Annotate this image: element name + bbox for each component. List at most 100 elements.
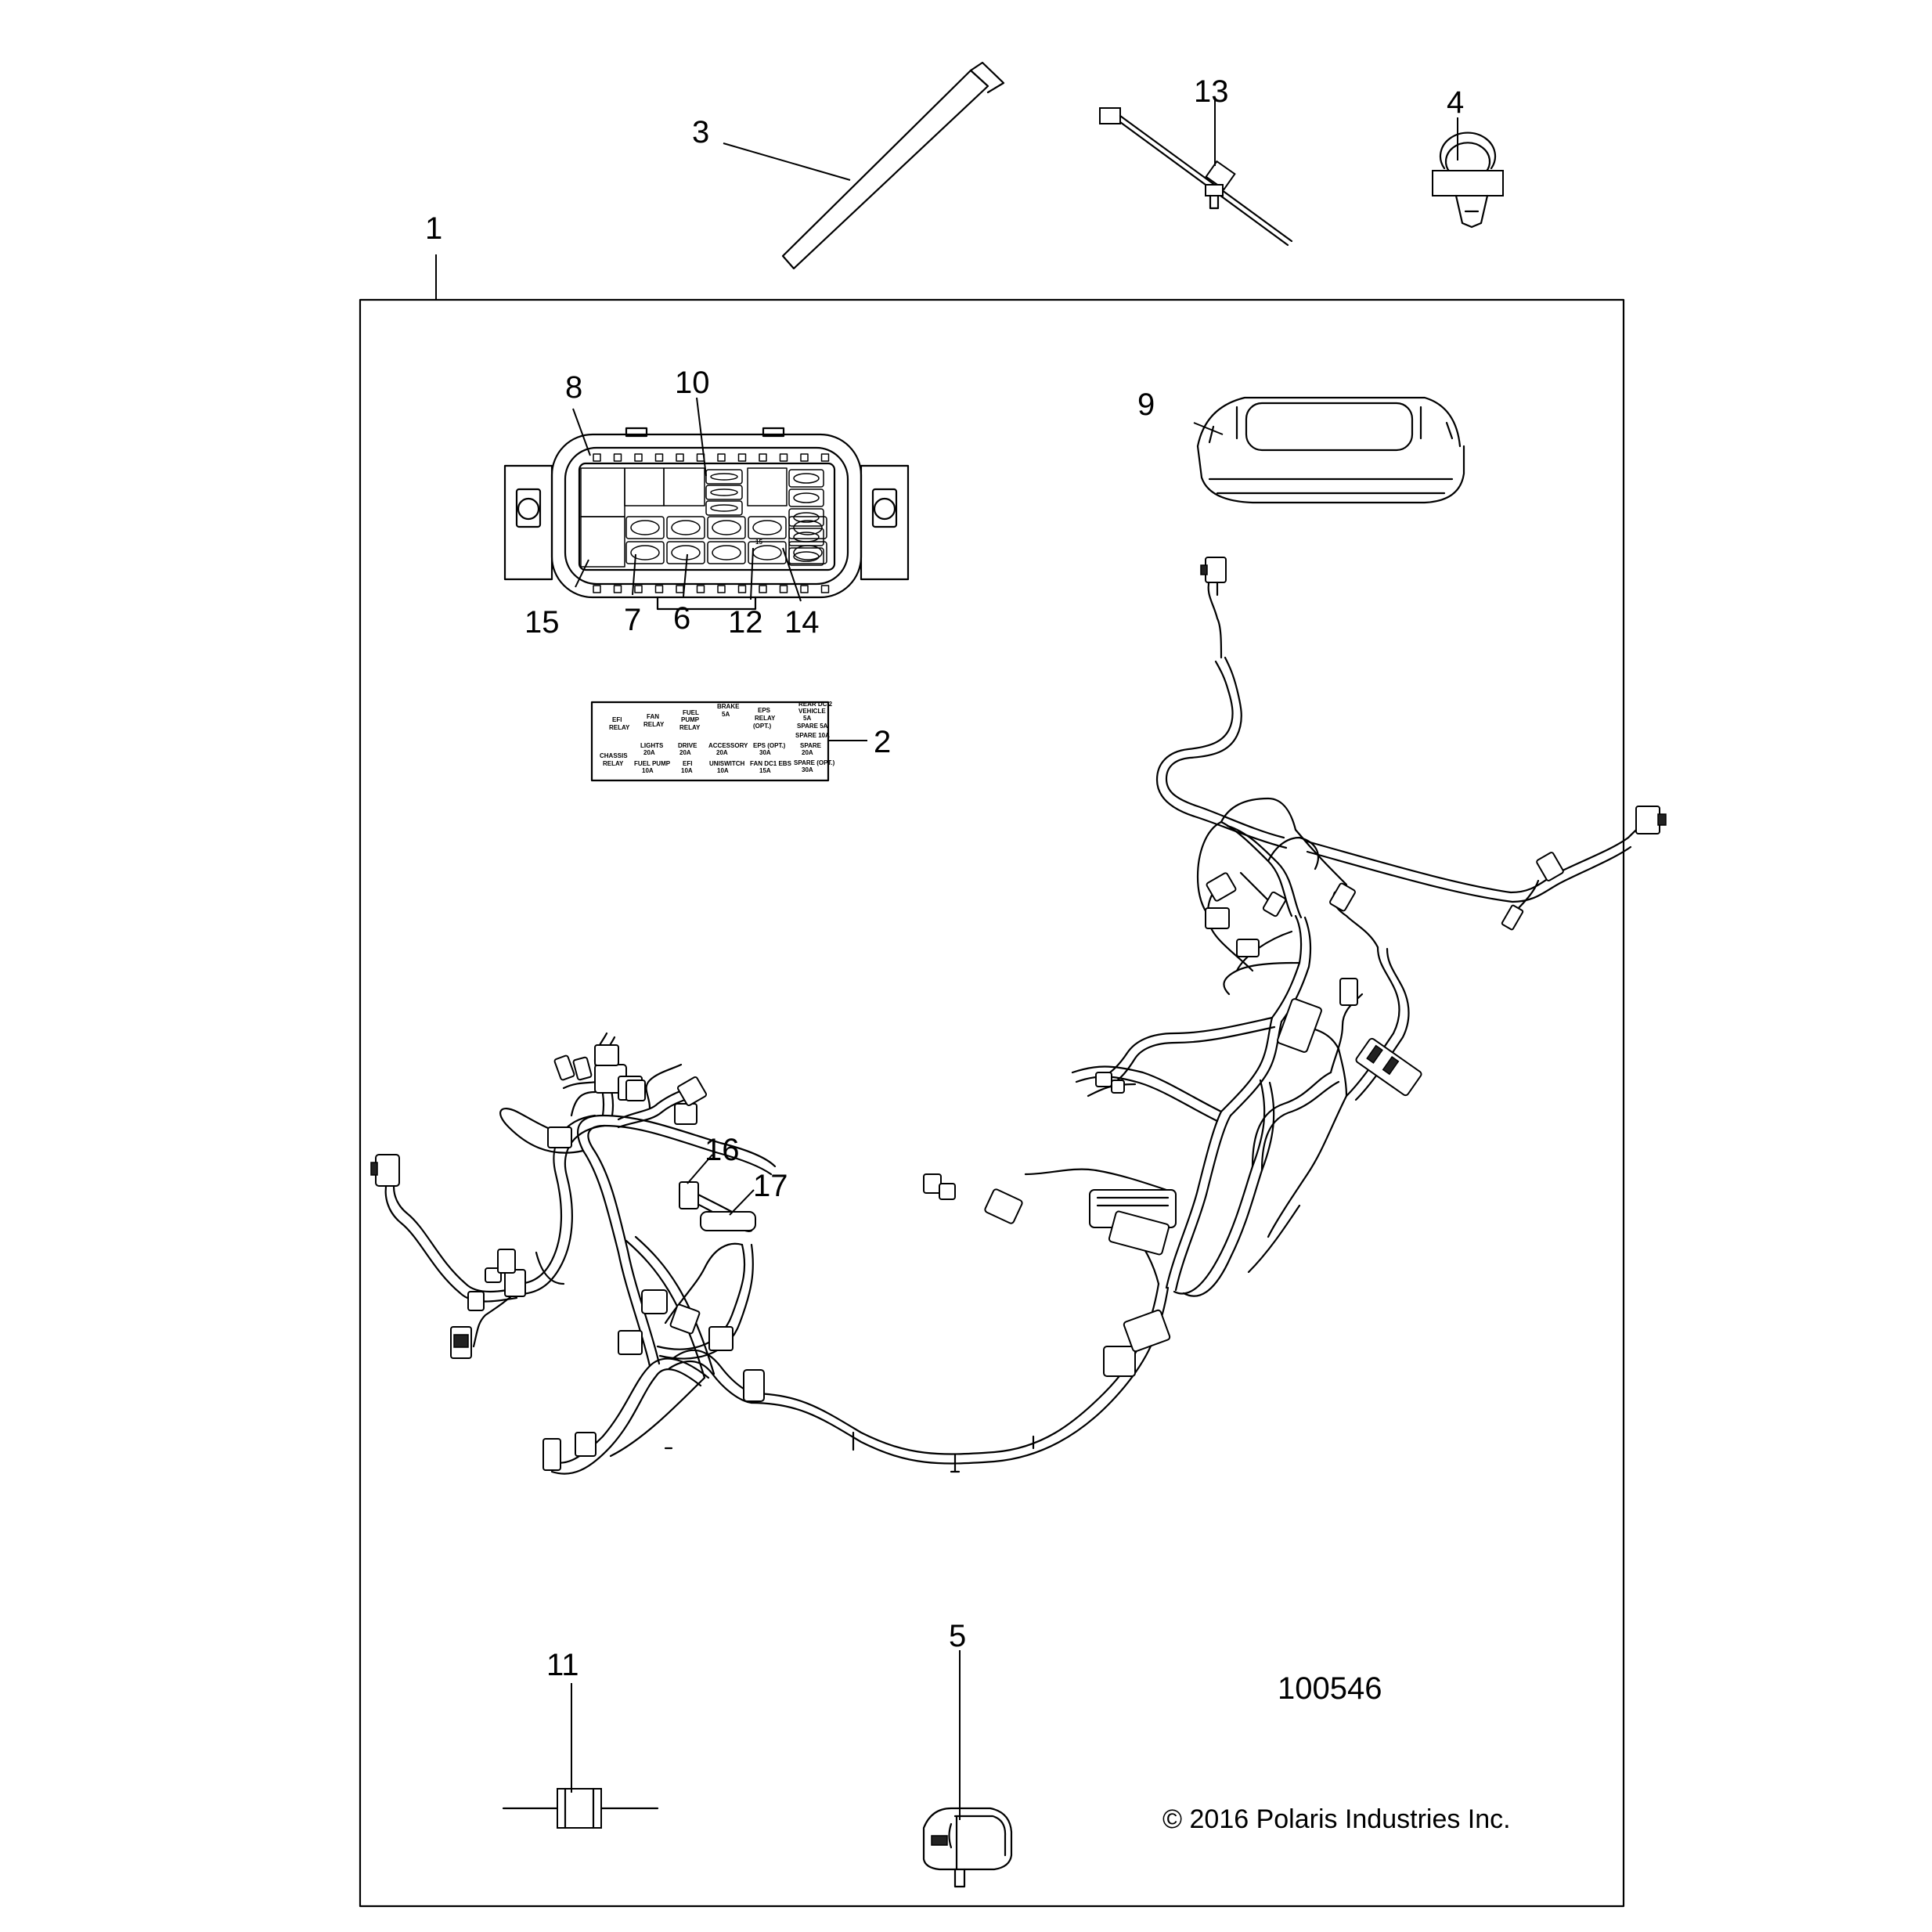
fuse-box-pin <box>800 585 809 593</box>
fuse-label-text: SPARE 10A <box>795 732 830 739</box>
part-cable-tie <box>781 61 1005 270</box>
fuse-box: 15 <box>503 427 910 611</box>
fuse-slot <box>788 516 827 539</box>
leader-lines <box>435 97 1458 1820</box>
fuse-slot-outline <box>793 551 820 562</box>
fuse-label-text: FUEL <box>683 709 699 716</box>
fuse-slot-outline <box>793 473 820 484</box>
fuse-box-pin <box>634 453 643 462</box>
fuse-label-text: 20A <box>716 749 728 756</box>
fuse-box-mark: 15 <box>755 539 762 546</box>
fuse-box-pin <box>737 453 747 462</box>
fuse-label-text: 15A <box>759 767 771 774</box>
figure-number: 100546 <box>1278 1671 1382 1706</box>
part-fuse-cover <box>1196 396 1465 504</box>
fuse-slot-outline <box>793 520 823 535</box>
fuse-slot <box>625 541 665 564</box>
callouts: 1 2 3 4 5 6 7 8 9 10 11 12 13 14 15 16 1… <box>425 74 1464 1682</box>
fuse-label-text: (OPT.) <box>753 723 771 730</box>
fuse-slot-outline <box>710 473 738 481</box>
fuse-label-text: 20A <box>643 749 655 756</box>
fuse-box-pin <box>676 585 684 593</box>
fuse-label-text: FAN <box>647 713 659 720</box>
part-push-mount-tie <box>1099 107 1293 247</box>
fuse-label-text: RELAY <box>643 721 665 728</box>
fuse-slot <box>666 541 705 564</box>
fuse-slot <box>748 516 787 539</box>
fuse-slot <box>666 516 705 539</box>
fuse-label-text: ACCESSORY <box>708 742 748 749</box>
fuse-box-pin <box>654 585 664 593</box>
fuse-slot <box>788 508 824 527</box>
callout-4: 4 <box>1447 85 1464 120</box>
fuse-label-text: SPARE 5A <box>797 723 828 730</box>
fuse-box-pin <box>717 585 726 593</box>
fuse-box-pin <box>820 585 830 593</box>
fuse-label-text: 5A <box>722 711 730 718</box>
part-inline-holder <box>502 1787 659 1829</box>
fuse-box-pin <box>737 585 747 593</box>
fuse-label-text: DRIVE <box>678 742 697 749</box>
fuse-slot <box>788 528 824 546</box>
callout-8: 8 <box>565 370 582 405</box>
fuse-label-text: 30A <box>802 766 813 773</box>
fuse-label-text: RELAY <box>755 715 776 722</box>
fuse-slot-outline <box>712 520 741 535</box>
harness-connectors <box>370 557 1667 1473</box>
callout-5: 5 <box>949 1619 966 1653</box>
fuse-label-text: 20A <box>679 749 691 756</box>
fuse-label-text: SPARE <box>800 742 822 749</box>
fuse-label-text: 10A <box>642 767 654 774</box>
fuse-label-text: EFI <box>683 760 692 767</box>
fuse-slot-outline <box>793 492 820 503</box>
fuse-label-text: LIGHTS <box>640 742 664 749</box>
fuse-slot-outline <box>710 488 738 496</box>
fuse-label-text: CHASSIS <box>600 752 628 759</box>
assembly-frame <box>359 298 1625 1908</box>
fuse-label-text: 30A <box>759 749 771 756</box>
fuse-label-text: 10A <box>681 767 693 774</box>
fuse-box-pin <box>696 585 705 593</box>
callout-6: 6 <box>673 601 690 636</box>
fuse-label-text: RELAY <box>679 724 701 731</box>
fuse-label-text: UNISWITCH <box>709 760 745 767</box>
fuse-slot <box>748 541 787 564</box>
main-wire-harness <box>384 578 1653 1475</box>
fuse-box-pin <box>654 453 664 462</box>
part-clip <box>1432 132 1504 229</box>
callout-16: 16 <box>705 1133 740 1167</box>
fuse-box-pin <box>800 453 809 462</box>
fuse-label-text: FAN DC1 EBS <box>750 760 792 767</box>
fuse-label-text: 10A <box>717 767 729 774</box>
fuse-label-decal: EFIRELAYFANRELAYFUELPUMPRELAYBRAKE5AEPSR… <box>590 701 835 782</box>
fuse-label-text: SPARE (OPT.) <box>794 759 835 766</box>
fuse-slot-outline <box>630 520 660 535</box>
fuse-slot <box>788 541 827 564</box>
fuse-slot-outline <box>712 545 741 560</box>
fuse-box-pin <box>593 585 601 593</box>
fuse-slot <box>705 485 743 500</box>
callout-13: 13 <box>1194 74 1229 109</box>
fuse-box-pin <box>759 585 767 593</box>
callout-17: 17 <box>753 1169 788 1203</box>
fuse-slot <box>707 516 746 539</box>
fuse-slot <box>705 469 743 485</box>
fuse-box-pin <box>759 453 767 462</box>
fuse-box-pin <box>820 453 830 462</box>
fuse-box-pin <box>613 453 622 462</box>
fuse-label-text: BRAKE <box>717 703 740 710</box>
fuse-slot-outline <box>671 545 701 560</box>
fuse-label-text: 20A <box>802 749 813 756</box>
fuse-label-text: RELAY <box>609 724 630 731</box>
part-connector-retainer <box>922 1807 1013 1888</box>
copyright: © 2016 Polaris Industries Inc. <box>1162 1804 1511 1834</box>
fuse-box-pin <box>779 585 788 593</box>
fuse-slot-outline <box>630 545 660 560</box>
callout-7: 7 <box>624 603 641 637</box>
fuse-slot <box>788 488 824 507</box>
fuse-box-pin <box>593 453 601 462</box>
fuse-slot <box>625 516 665 539</box>
fuse-slot-outline <box>671 520 701 535</box>
fuse-box-pin <box>676 453 684 462</box>
